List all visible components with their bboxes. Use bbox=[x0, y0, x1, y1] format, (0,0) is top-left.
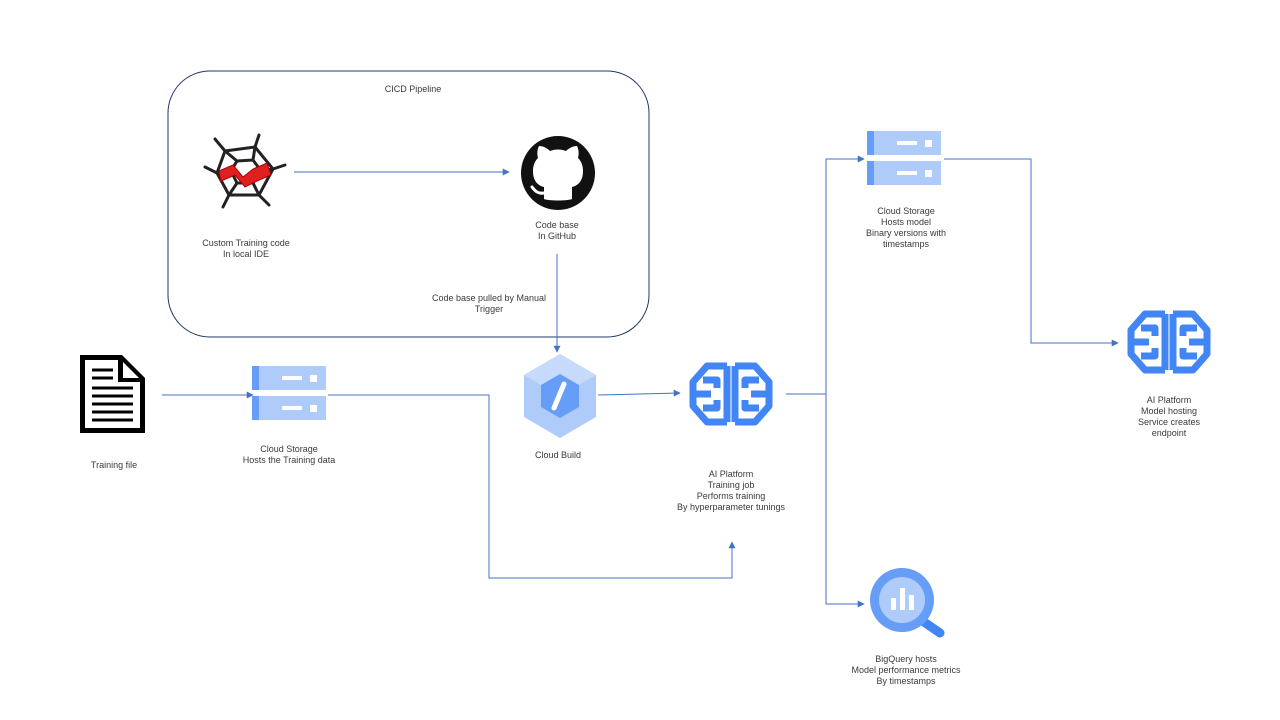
edge-storage-to-training bbox=[328, 394, 736, 579]
document-icon bbox=[80, 355, 145, 433]
cloud-storage-icon bbox=[867, 131, 941, 185]
bigquery-icon bbox=[870, 568, 945, 638]
ai-platform-icon bbox=[1127, 310, 1211, 374]
ai-platform-icon bbox=[689, 362, 773, 426]
cicd-pipeline-box bbox=[167, 70, 650, 338]
cloud-build-icon bbox=[524, 354, 596, 438]
edge-training-to-model-storage bbox=[786, 155, 865, 395]
cloud-build-label: Cloud Build bbox=[534, 450, 582, 460]
edge-cloudbuild-to-training bbox=[597, 389, 681, 397]
eclipse-ide-icon bbox=[203, 133, 287, 209]
github-icon bbox=[521, 136, 595, 210]
edge-model-storage-to-hosting bbox=[944, 158, 1119, 347]
pipeline-title: CICD Pipeline bbox=[384, 84, 442, 94]
edge-training-to-bigquery bbox=[825, 394, 865, 608]
training-file-label: Training file bbox=[90, 460, 138, 470]
cloud-storage-icon bbox=[252, 366, 326, 420]
